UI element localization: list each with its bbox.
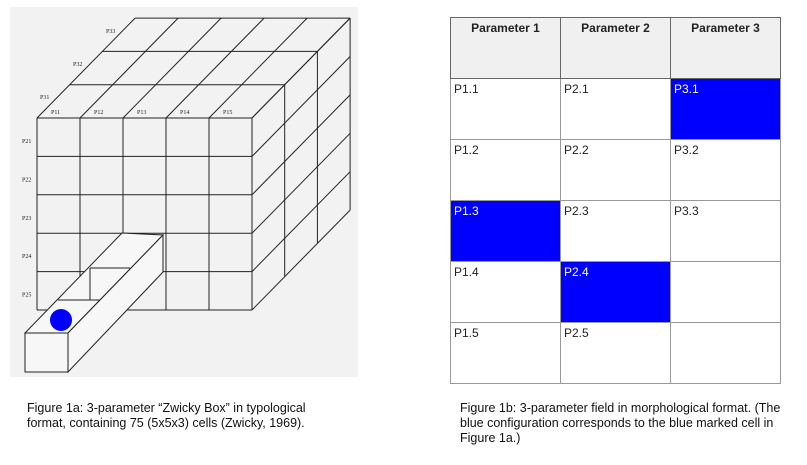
table-cell: P2.4 [560,261,671,323]
table-cell: P2.2 [560,139,671,201]
depth-parameter-label: P32 [73,62,82,68]
table-cell: P2.1 [560,78,671,140]
side-parameter-label: P22 [22,177,31,183]
depth-parameter-label: P33 [106,29,115,35]
side-parameter-label: P23 [22,216,31,222]
grid-line [251,171,351,272]
grid-line [251,132,351,234]
grid-line [122,17,222,119]
grid-line [251,56,351,157]
grid-line [251,17,351,119]
table-cell [670,261,781,323]
selected-cell-marker [50,309,72,331]
grid-line [79,17,179,119]
front-parameter-label: P11 [51,110,60,116]
table-cell: P3.3 [670,200,781,262]
column-header: Parameter 2 [560,17,671,79]
table-cell: P3.1 [670,78,781,140]
table-cell: P1.1 [450,78,561,140]
depth-parameter-label: P31 [40,95,49,101]
front-parameter-label: P14 [180,110,189,116]
side-parameter-label: P24 [22,254,31,260]
table-cell: P3.2 [670,139,781,201]
column-header: Parameter 1 [450,17,561,79]
front-parameter-label: P13 [137,110,146,116]
table-cell: P2.3 [560,200,671,262]
figure-1a-caption: Figure 1a: 3-parameter “Zwicky Box” in t… [27,401,306,430]
grid-line [208,17,308,119]
front-parameter-label: P15 [223,110,232,116]
side-parameter-label: P25 [22,293,31,299]
figure-1b-caption: Figure 1b: 3-parameter field in morpholo… [460,401,781,445]
front-parameter-label: P12 [94,110,103,116]
table-cell: P1.2 [450,139,561,201]
grid-line [36,17,136,119]
table-cell: P1.5 [450,322,561,384]
grid-line [251,94,351,196]
table-cell: P2.5 [560,322,671,384]
side-parameter-label: P21 [22,139,31,145]
table-cell [670,322,781,384]
table-cell: P1.3 [450,200,561,262]
column-header: Parameter 3 [670,17,781,79]
grid-line [165,17,265,119]
grid-line [251,209,351,311]
table-cell: P1.4 [450,261,561,323]
bar-front-face [24,332,69,373]
